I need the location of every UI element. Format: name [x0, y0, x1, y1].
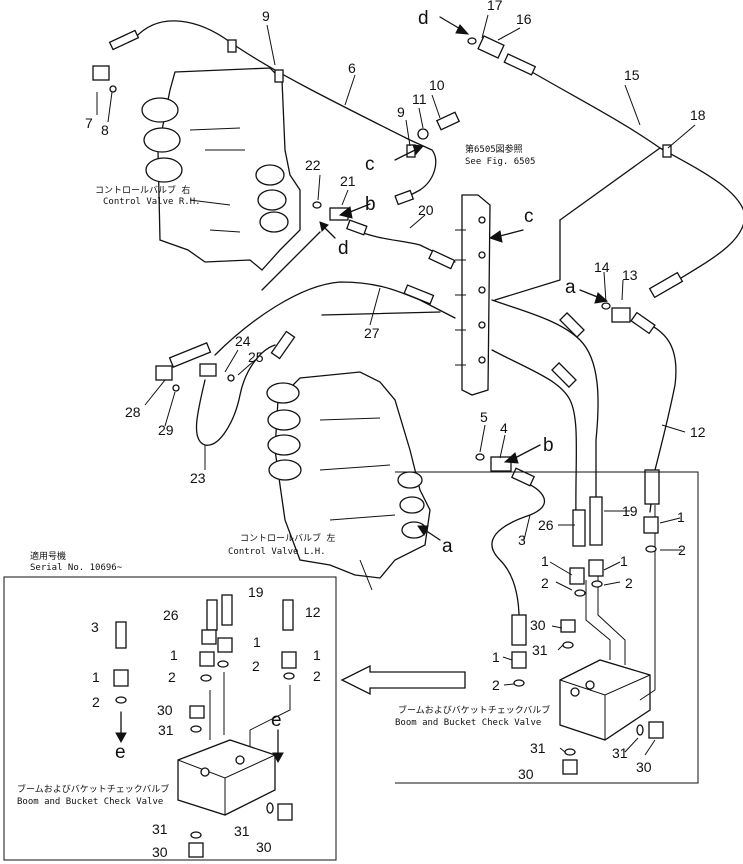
part-numbers: 9 6 7 8 17 16 10 11 9 15 18 22 21 20 14 …: [85, 0, 706, 860]
part-number-1b: 1: [541, 553, 549, 569]
part-number-2d: 2: [492, 677, 500, 693]
part-number-18: 18: [690, 107, 706, 123]
part-number-2c: 2: [625, 575, 633, 591]
letter-e-left: e: [115, 742, 126, 763]
part-number-2b: 2: [541, 575, 549, 591]
part-number-30c: 30: [636, 759, 652, 775]
part-number-15: 15: [624, 67, 640, 83]
inset-part-number-1b: 1: [170, 647, 178, 663]
part-number-9: 9: [262, 8, 270, 24]
part-number-23: 23: [190, 470, 206, 486]
letter-b-top: b: [365, 194, 376, 215]
part-number-30a: 30: [530, 617, 546, 633]
reference-arrows: [319, 16, 609, 541]
part-number-22: 22: [305, 157, 321, 173]
part-number-17: 17: [487, 0, 503, 13]
inset-part-number-31c: 31: [234, 823, 250, 839]
inset-part-number-12: 12: [305, 604, 321, 620]
inset-part-number-30b: 30: [152, 844, 168, 860]
part-number-20: 20: [418, 202, 434, 218]
part-number-12: 12: [690, 424, 706, 440]
part-number-4: 4: [500, 420, 508, 436]
caption-check-valve-jp: ブームおよびバケットチェックバルブ: [398, 704, 550, 716]
letter-b-low: b: [543, 435, 554, 456]
caption-control-valve-lh-en: Control Valve L.H.: [228, 547, 326, 557]
check-valve-right: [395, 471, 699, 784]
part-number-9b: 9: [397, 104, 405, 120]
reference-arrow: [340, 664, 466, 696]
letters: d d b b c c a a e e: [115, 8, 576, 763]
part-number-27: 27: [364, 325, 380, 341]
part-number-25: 25: [248, 349, 264, 365]
part-number-21: 21: [340, 173, 356, 189]
caption-serial-en: Serial No. 10696~: [30, 563, 123, 573]
control-valve-rh: [141, 67, 301, 271]
letter-c-left: c: [365, 154, 375, 175]
part-number-6: 6: [348, 60, 356, 76]
caption-inset-check-valve-jp: ブームおよびバケットチェックバルブ: [17, 783, 169, 795]
caption-control-valve-rh-en: Control Valve R.H.: [103, 197, 201, 207]
part-number-26: 26: [538, 517, 554, 533]
part-number-1a: 1: [677, 509, 685, 525]
inset-part-number-2c: 2: [313, 668, 321, 684]
inset-part-number-30a: 30: [157, 702, 173, 718]
caption-check-valve-en: Boom and Bucket Check Valve: [395, 718, 541, 728]
inset-box: [3, 576, 337, 861]
part-number-30b: 30: [518, 766, 534, 782]
inset-part-number-1c: 1: [313, 647, 321, 663]
inset-part-number-1a: 1: [253, 634, 261, 650]
inset-part-number-2a: 2: [252, 658, 260, 674]
caption-serial-jp: 適用号機: [30, 550, 66, 562]
inset-part-number-1d: 1: [92, 669, 100, 685]
part-number-10: 10: [429, 77, 445, 93]
inset-part-number-2b: 2: [168, 669, 176, 685]
fittings: [92, 35, 672, 472]
part-number-29: 29: [158, 422, 174, 438]
caption-inset-check-valve-en: Boom and Bucket Check Valve: [17, 797, 163, 807]
captions: コントロールバルブ 右 Control Valve R.H. コントロールバルブ…: [17, 143, 550, 807]
part-number-28: 28: [125, 404, 141, 420]
inset-part-number-2d: 2: [92, 694, 100, 710]
part-number-31a: 31: [532, 642, 548, 658]
part-number-7: 7: [85, 115, 93, 131]
part-number-11: 11: [412, 91, 427, 107]
part-number-19: 19: [622, 503, 638, 519]
inset-part-number-31a: 31: [158, 722, 174, 738]
letter-a-top: a: [565, 277, 576, 298]
letter-c-right: c: [524, 206, 534, 227]
letter-e-right: e: [271, 710, 282, 731]
part-number-3: 3: [518, 532, 526, 548]
part-number-8: 8: [101, 122, 109, 138]
hoses: [108, 20, 743, 646]
letter-a-low: a: [442, 536, 453, 557]
inset-part-number-30c: 30: [256, 839, 272, 855]
caption-control-valve-lh-jp: コントロールバルブ 左: [240, 532, 335, 544]
part-number-16: 16: [516, 11, 532, 27]
part-number-5: 5: [480, 409, 488, 425]
caption-control-valve-rh-jp: コントロールバルブ 右: [95, 184, 190, 196]
inset-part-number-3: 3: [91, 619, 99, 635]
part-number-1d: 1: [492, 649, 500, 665]
part-number-14: 14: [594, 259, 610, 275]
leader-lines: [96, 14, 696, 756]
part-number-31b: 31: [530, 740, 546, 756]
part-number-24: 24: [235, 333, 251, 349]
inset-part-number-31b: 31: [152, 821, 168, 837]
inset-part-number-26: 26: [163, 607, 179, 623]
inset-part-number-19: 19: [248, 584, 264, 600]
letter-d-mid: d: [338, 238, 349, 259]
part-number-31c: 31: [612, 745, 628, 761]
control-valve-lh: [266, 371, 431, 591]
letter-d-top: d: [418, 8, 429, 29]
manifold-block: [455, 194, 491, 396]
part-number-13: 13: [622, 267, 638, 283]
part-number-2a: 2: [678, 542, 686, 558]
part-number-1c: 1: [620, 553, 628, 569]
caption-see-fig-en: See Fig. 6505: [465, 157, 535, 167]
caption-see-fig-jp: 第6505図参照: [465, 143, 523, 155]
